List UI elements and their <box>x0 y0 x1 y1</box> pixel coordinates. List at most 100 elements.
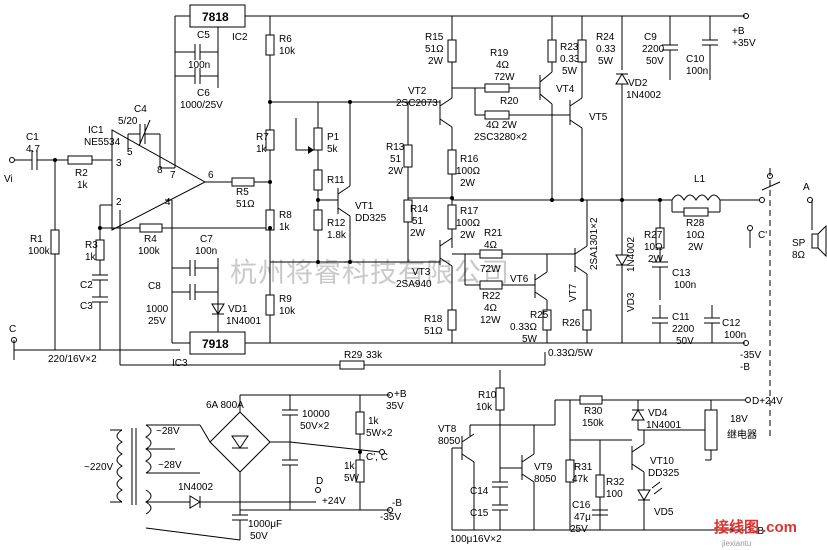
c12-value: 100n <box>724 330 746 341</box>
resistor-r16 <box>447 149 457 175</box>
neg-rail-terminal <box>743 340 749 346</box>
r14-power: 2W <box>410 228 426 239</box>
r19-value: 4Ω <box>496 60 510 71</box>
resistor-r11 <box>313 169 323 191</box>
r21-value: 4Ω <box>484 240 498 251</box>
r13-ref: R13 <box>386 142 405 153</box>
resistor-r23 <box>547 39 557 63</box>
watermark-company: 杭州将睿科技有限公司 <box>230 258 510 289</box>
r17-ref: R17 <box>460 206 479 217</box>
vd4-model: 1N4001 <box>646 420 681 431</box>
r29-ref: R29 <box>344 350 363 361</box>
c3-ref: C3 <box>80 301 93 312</box>
r32-ref: R32 <box>606 477 625 488</box>
pin-2: 2 <box>116 197 122 208</box>
r15-ref: R15 <box>425 32 444 43</box>
r1k-b-spec: 5W <box>344 473 360 484</box>
relay-voltage: 18V <box>730 414 748 425</box>
prot-neg-terminal <box>745 527 751 533</box>
relay-label: 继电器 <box>727 428 757 441</box>
r12-ref: R12 <box>327 218 346 229</box>
vd1-ref: VD1 <box>228 304 248 315</box>
vd2-model: 1N4002 <box>626 90 661 101</box>
ps-neg-v: -35V <box>380 512 401 523</box>
r22-power: 12W <box>480 315 501 326</box>
prot-neg-label: -B <box>754 526 764 537</box>
ps-c-terminal <box>379 449 385 455</box>
vt3-model: 2SA940 <box>396 279 432 290</box>
c8-value: 1000 <box>146 304 169 315</box>
npn-pair: 2SC3280×2 <box>474 132 528 143</box>
ps-pos-b: +B <box>394 389 407 400</box>
resistor-r30 <box>579 395 603 405</box>
c7-value: 100n <box>195 246 217 257</box>
r16-value: 100Ω <box>456 166 481 177</box>
c10-ref: C10 <box>686 54 705 65</box>
r28-value: 10Ω <box>686 230 705 241</box>
r5-value: 51Ω <box>236 199 255 210</box>
pin-8: 8 <box>157 165 163 176</box>
c2-ref: C2 <box>80 280 93 291</box>
c14-ref: C14 <box>470 486 489 497</box>
vt1-model: DD325 <box>355 213 387 224</box>
c5-value: 100n <box>188 60 210 71</box>
r22-value: 4Ω <box>484 303 498 314</box>
r6-ref: R6 <box>279 34 292 45</box>
mains-label: ~220V <box>84 462 114 473</box>
c13-value: 100n <box>674 280 696 291</box>
resistor-r32 <box>595 474 605 498</box>
r15-value: 51Ω <box>425 44 444 55</box>
r8-ref: R8 <box>279 210 292 221</box>
r10-value: 10k <box>476 402 493 413</box>
vt8-ref: VT8 <box>438 424 457 435</box>
vt10-ref: VT10 <box>650 456 674 467</box>
r2-ref: R2 <box>75 168 88 179</box>
vt8-model: 8050 <box>438 436 461 447</box>
c1-value: 4.7 <box>26 144 40 155</box>
c9-ref: C9 <box>644 32 657 43</box>
transformer <box>116 424 152 515</box>
r31-ref: R31 <box>574 462 593 473</box>
node-a-label: A <box>803 182 810 193</box>
sec-pos-label: ~28V <box>156 426 180 437</box>
resistor-r22 <box>479 280 503 290</box>
r13-power: 2W <box>388 166 404 177</box>
ps-neg-b: -B <box>392 498 402 509</box>
resistor-r10 <box>495 387 505 411</box>
potentiometer-p1 <box>313 127 323 151</box>
rail-pos-v: +35V <box>732 38 756 49</box>
r12-value: 1.8k <box>327 230 347 241</box>
r6-value: 10k <box>279 46 296 57</box>
watermark-site-url: jiexiantu <box>721 539 751 548</box>
relay-coil <box>704 409 718 451</box>
cap-main-value: 10000 <box>302 409 330 420</box>
c10-value: 100n <box>686 66 708 77</box>
input-label: Vi <box>4 174 13 185</box>
resistor-r15 <box>447 39 457 63</box>
vd1-model: 1N4001 <box>226 316 261 327</box>
r9-ref: R9 <box>279 294 292 305</box>
bridge-label: 6A 800A <box>206 400 244 411</box>
r16-ref: R16 <box>460 154 479 165</box>
r28-ref: R28 <box>686 218 705 229</box>
vt7-ref: VT7 <box>568 283 579 302</box>
diode-vd1 <box>211 303 225 315</box>
resistor-r12 <box>313 209 323 231</box>
ic2-ref: IC2 <box>232 32 248 43</box>
r21-ref: R21 <box>484 228 503 239</box>
c9-value: 2200 <box>642 44 665 55</box>
r25-power: 5W <box>522 334 538 345</box>
c16-voltage: 25V <box>570 524 588 535</box>
c9-voltage: 50V <box>646 56 664 67</box>
r29-value: 33k <box>366 350 383 361</box>
ps-24v-label: +24V <box>322 496 346 507</box>
speaker-ref: SP <box>792 238 806 249</box>
c4-ref: C4 <box>134 104 147 115</box>
r18-value: 51Ω <box>424 326 443 337</box>
node-c-label: C <box>9 324 16 335</box>
r4-ref: R4 <box>144 234 157 245</box>
vt6-ref: VT6 <box>510 274 529 285</box>
r24-ref: R24 <box>596 32 615 43</box>
r26-ref: R26 <box>562 318 581 329</box>
